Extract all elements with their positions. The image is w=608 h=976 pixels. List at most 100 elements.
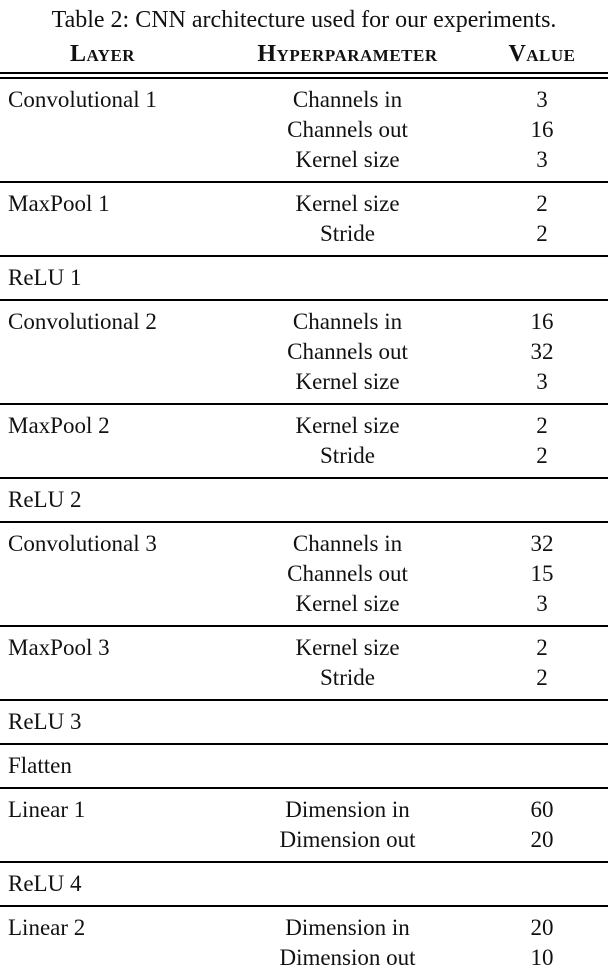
hyperparameter-cell: Dimension out <box>279 945 416 970</box>
value-cell: 32 <box>530 531 554 556</box>
hyperparameter-cell: Channels in <box>292 531 403 556</box>
value-cell: 10 <box>530 945 554 970</box>
layer-cell: Linear 1 <box>8 797 86 822</box>
hyperparameter-cell: Kernel size <box>295 369 400 394</box>
value-cell: 20 <box>530 827 554 852</box>
value-cell: 15 <box>530 561 554 586</box>
hyperparameter-cell: Dimension in <box>285 915 410 940</box>
table-row: Kernel size 3 <box>205 589 608 619</box>
layer-cell: Convolutional 3 <box>8 531 157 556</box>
table-row: Stride 2 <box>205 219 608 249</box>
hyperparameter-cell: Dimension in <box>285 797 410 822</box>
table-row: Kernel size 3 <box>205 145 608 175</box>
hyperparameter-cell: Kernel size <box>295 413 400 438</box>
hyperparameter-cell: Kernel size <box>295 635 400 660</box>
value-cell: 2 <box>536 191 548 216</box>
hyperparameter-cell: Channels in <box>292 309 403 334</box>
column-header-layer: Layer <box>69 41 136 67</box>
table-row: Dimension out 10 <box>205 943 608 973</box>
hyperparameter-cell: Channels in <box>292 87 403 112</box>
table-row: Dimension out 20 <box>205 825 608 855</box>
value-cell: 2 <box>536 413 548 438</box>
table-row: Channels in 32 <box>205 529 608 559</box>
table-section: ReLU 3 <box>0 699 608 743</box>
table-section: Flatten <box>0 743 608 787</box>
table-row: Kernel size 2 <box>205 633 608 663</box>
layer-cell: MaxPool 2 <box>8 413 110 438</box>
hyperparameter-rows <box>205 485 608 515</box>
value-cell: 2 <box>536 665 548 690</box>
hyperparameter-rows <box>205 707 608 737</box>
hyperparameter-rows <box>205 751 608 781</box>
hyperparameter-cell: Kernel size <box>295 147 400 172</box>
table-row: Dimension in 60 <box>205 795 608 825</box>
table-section: ReLU 2 <box>0 477 608 521</box>
hyperparameter-cell: Channels out <box>287 117 408 142</box>
table-row: Channels in 16 <box>205 307 608 337</box>
table-row: Channels out 16 <box>205 115 608 145</box>
hyperparameter-cell: Channels out <box>287 561 408 586</box>
table-caption: Table 2: CNN architecture used for our e… <box>51 7 557 33</box>
table-section: ReLU 4 <box>0 861 608 905</box>
table-row: Kernel size 2 <box>205 411 608 441</box>
hyperparameter-cell: Dimension out <box>279 827 416 852</box>
value-cell: 2 <box>536 443 548 468</box>
hyperparameter-rows <box>205 869 608 899</box>
hyperparameter-rows <box>205 263 608 293</box>
layer-cell: ReLU 2 <box>8 487 82 512</box>
value-cell: 3 <box>536 147 548 172</box>
hyperparameter-cell: Stride <box>320 221 375 246</box>
layer-cell: ReLU 1 <box>8 265 82 290</box>
layer-cell: ReLU 4 <box>8 871 82 896</box>
value-cell: 20 <box>530 915 554 940</box>
hyperparameter-cell: Stride <box>320 665 375 690</box>
value-cell: 2 <box>536 221 548 246</box>
table-row: Channels out 15 <box>205 559 608 589</box>
table-section: ReLU 1 <box>0 255 608 299</box>
value-cell: 16 <box>530 309 554 334</box>
column-header-hyperparameter: Hyperparameter <box>257 41 438 67</box>
column-header-value: Value <box>508 41 576 67</box>
layer-cell: Flatten <box>8 753 72 778</box>
value-cell: 16 <box>530 117 554 142</box>
hyperparameter-cell: Channels out <box>287 339 408 364</box>
value-cell: 60 <box>530 797 554 822</box>
layer-cell: Linear 2 <box>8 915 86 940</box>
table-header-row: Layer Hyperparameter Value <box>0 36 608 79</box>
hyperparameter-cell: Kernel size <box>295 191 400 216</box>
layer-cell: Convolutional 2 <box>8 309 157 334</box>
table-row: Kernel size 2 <box>205 189 608 219</box>
table-row: Dimension in 20 <box>205 913 608 943</box>
hyperparameter-cell: Kernel size <box>295 591 400 616</box>
table-row: Channels out 32 <box>205 337 608 367</box>
layer-cell: MaxPool 3 <box>8 635 110 660</box>
value-cell: 2 <box>536 635 548 660</box>
table-row: Stride 2 <box>205 663 608 693</box>
value-cell: 3 <box>536 591 548 616</box>
table-row: Kernel size 3 <box>205 367 608 397</box>
value-cell: 32 <box>530 339 554 364</box>
table-row: Channels in 3 <box>205 85 608 115</box>
layer-cell: Convolutional 1 <box>8 87 157 112</box>
value-cell: 3 <box>536 87 548 112</box>
value-cell: 3 <box>536 369 548 394</box>
